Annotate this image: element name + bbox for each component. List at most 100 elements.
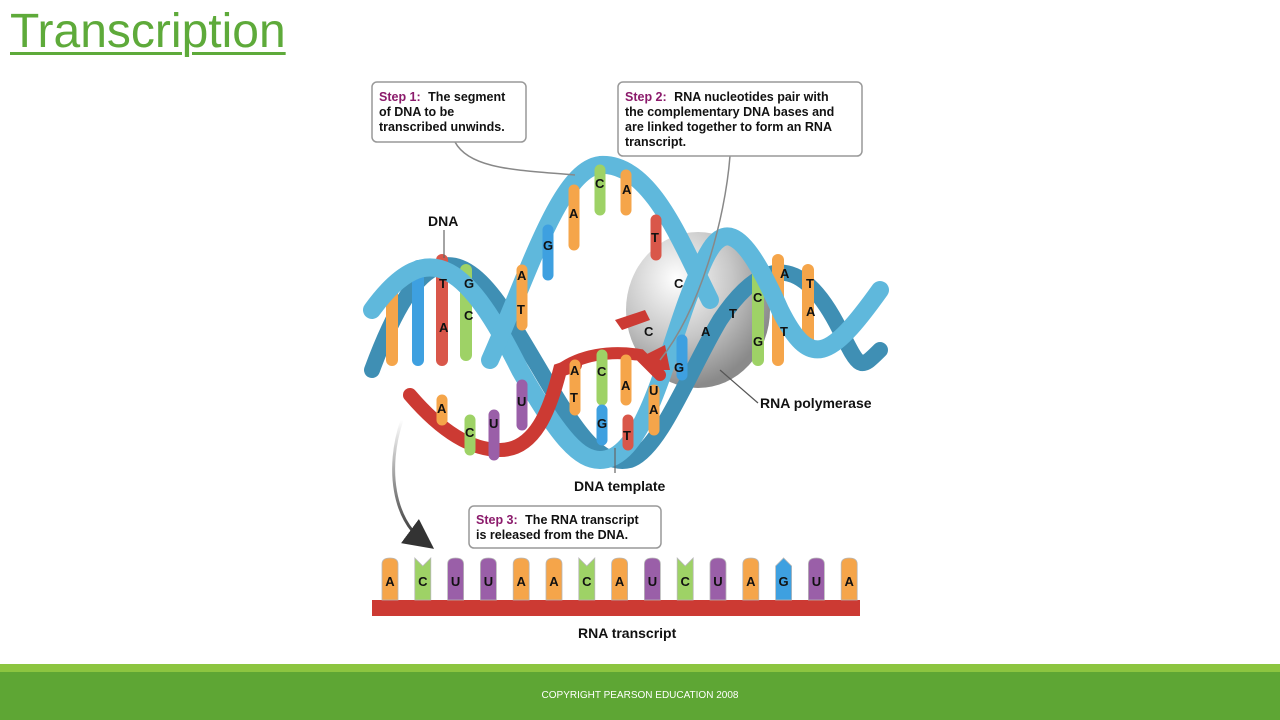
incoming-nucleotides (615, 310, 670, 370)
base-letter: T (570, 390, 578, 405)
base-letter: T (623, 428, 631, 443)
transcript-base (611, 557, 628, 601)
base-letter: G (753, 334, 763, 349)
base-letter: A (649, 402, 659, 417)
step1-callout-box (371, 81, 527, 143)
step2-line: the complementary DNA bases and (625, 105, 834, 119)
base-letter: A (517, 268, 527, 283)
template-bases (569, 334, 688, 451)
transcript-base (447, 557, 464, 601)
transcript-base (775, 557, 792, 601)
slide-title: Transcription (10, 5, 286, 58)
base-letter: A (622, 182, 632, 197)
transcript-base (578, 557, 596, 601)
transcript-base-letter: C (681, 574, 691, 589)
base-letter: G (543, 238, 553, 253)
rna-transcript-backbone (372, 600, 860, 616)
base-letter: C (644, 324, 654, 339)
transcript-base-letter: U (648, 574, 657, 589)
transcription-diagram: T G C A G A C A T A T C A T C G A T T A … (363, 81, 889, 641)
transcript-base (644, 557, 661, 601)
transcript-base-letter: A (517, 574, 527, 589)
base-letter: A (570, 363, 580, 378)
footer-copyright: COPYRIGHT PEARSON EDUCATION 2008 (541, 690, 739, 701)
dna-label: DNA (428, 213, 458, 229)
step3-line: is released from the DNA. (476, 528, 628, 542)
base-letter: G (597, 416, 607, 431)
rna-transcript-label: RNA transcript (578, 625, 677, 641)
transcript-base-letter: A (615, 574, 625, 589)
step2-line: RNA nucleotides pair with (674, 90, 828, 104)
transcript-base-letter: U (713, 574, 722, 589)
step2-line: transcript. (625, 135, 686, 149)
transcript-base-letter: U (484, 574, 493, 589)
step3-callout-box (468, 505, 662, 549)
transcript-base (709, 557, 727, 601)
base-letter: G (464, 276, 474, 291)
base-letter: T (651, 230, 659, 245)
step1-line: The segment (428, 90, 506, 104)
svg-text:Step 2: RNA nucleotides pa: Step 2: RNA nucleotides pair with the co… (625, 90, 838, 149)
step2-line: are linked together to form an RNA (625, 120, 832, 134)
base-letter: C (597, 364, 607, 379)
transcript-base-letter: U (812, 574, 821, 589)
base-letter: C (595, 176, 605, 191)
transcript-base-letter: A (746, 574, 756, 589)
transcript-base-letter: A (549, 574, 559, 589)
transcript-base-letter: A (385, 574, 395, 589)
base-letter: T (780, 324, 788, 339)
transcript-base-letter: U (451, 574, 460, 589)
base-letter: C (674, 276, 684, 291)
step2-callout-box (617, 81, 863, 157)
step1-pointer (454, 141, 576, 176)
rna-polymerase-pointer (719, 369, 759, 404)
transcript-base (480, 557, 497, 601)
release-arrow (392, 419, 435, 549)
base-letter: A (806, 304, 816, 319)
base-letter: U (649, 383, 658, 398)
transcript-base-letter: A (845, 574, 855, 589)
transcript-base (512, 557, 530, 601)
step3-label: Step 3: (476, 513, 518, 527)
step2-label: Step 2: (625, 90, 667, 104)
base-letter: T (439, 276, 447, 291)
step1-label: Step 1: (379, 90, 421, 104)
svg-text:Step 3: The RNA transcript: Step 3: The RNA transcript is released f… (476, 513, 642, 542)
rna-exit-bases (436, 379, 528, 461)
base-letter: A (437, 401, 447, 416)
transcript-base (414, 557, 432, 601)
rna-polymerase-label: RNA polymerase (760, 395, 872, 411)
transcript-base (545, 557, 563, 601)
dna-template-label: DNA template (574, 478, 665, 494)
step1-line: transcribed unwinds. (379, 120, 505, 134)
transcript-base (676, 557, 694, 601)
base-letter: A (701, 324, 711, 339)
step3-line: The RNA transcript (525, 513, 639, 527)
transcript-base-letter: G (779, 574, 789, 589)
transcript-base (742, 557, 760, 601)
footer-bar (0, 672, 1280, 720)
transcript-base (840, 557, 858, 601)
base-letter: U (489, 416, 498, 431)
transcript-base-letter: C (418, 574, 428, 589)
svg-text:Step 1: The segment of: Step 1: The segment of DNA to be transcr… (379, 90, 509, 134)
transcript-base-letter: C (582, 574, 592, 589)
base-letter: C (465, 425, 475, 440)
step1-line: of DNA to be (379, 105, 454, 119)
base-letter: A (439, 320, 449, 335)
top-strand-bases (516, 164, 662, 331)
transcript-base (381, 557, 399, 601)
base-letters: T G C A G A C A T A T C A T C G A T T A … (437, 176, 816, 443)
base-letter: A (569, 206, 579, 221)
footer-accent-line (0, 664, 1280, 672)
base-letter: C (464, 308, 474, 323)
base-letter: A (780, 266, 790, 281)
base-letter: T (806, 276, 814, 291)
base-letter: U (517, 394, 526, 409)
transcript-base (808, 557, 825, 601)
base-letter: T (517, 302, 525, 317)
base-letter: T (729, 306, 737, 321)
step2-pointer (659, 155, 731, 361)
base-letter: C (753, 290, 763, 305)
